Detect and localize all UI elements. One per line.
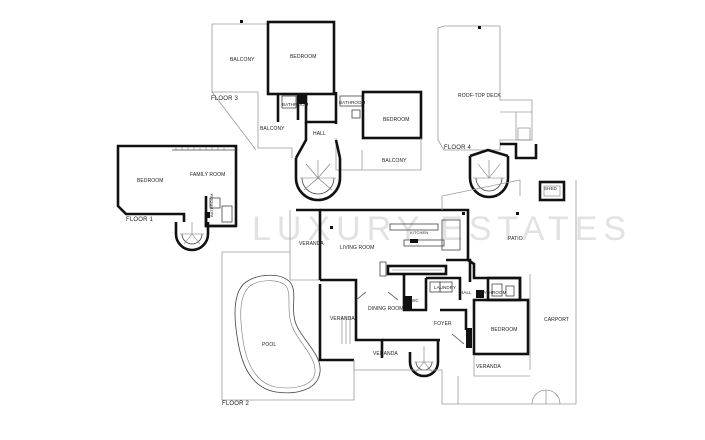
floor-1-plan: BEDROOM FAMILY ROOM BATHROOM FLOOR 1 bbox=[116, 144, 238, 252]
floor-3-label: FLOOR 3 bbox=[211, 96, 239, 102]
f2-bathroom-label: BATHROOM bbox=[480, 290, 507, 295]
f3-balcony-bottom-label: BALCONY bbox=[382, 158, 407, 164]
f2-veranda-bottom-label: VERANDA bbox=[373, 351, 398, 357]
f2-patio-label: PATIO bbox=[508, 236, 523, 242]
f2-wc-label: WC bbox=[411, 298, 419, 303]
f3-balcony-mid-label: BALCONY bbox=[260, 126, 285, 132]
f1-bathroom-label: BATHROOM bbox=[209, 193, 214, 217]
f2-bathroom-room bbox=[486, 276, 522, 302]
f2-shed-label: SHED bbox=[544, 186, 558, 191]
f4-rooftop-label: ROOF-TOP DECK bbox=[458, 93, 501, 99]
floor-1-label: FLOOR 1 bbox=[126, 217, 154, 223]
f2-carport-label: CARPORT bbox=[544, 317, 569, 323]
f2-veranda-top-label: VERANDA bbox=[299, 241, 324, 247]
f3-balcony-left-label: BALCONY bbox=[230, 57, 255, 63]
f2-pool-label: POOL bbox=[262, 342, 276, 348]
f2-dining-label: DINING ROOM bbox=[368, 306, 404, 312]
f3-bedroom-right-label: BEDROOM bbox=[383, 117, 410, 123]
f2-living-label: LIVING ROOM bbox=[340, 245, 374, 251]
watermark-text: LUXURY ESTATES bbox=[252, 210, 632, 248]
f2-bedroom-room bbox=[472, 298, 530, 356]
f3-hall-label: HALL bbox=[313, 131, 326, 137]
f3-bathroom-left-label: BATHROOM bbox=[282, 102, 309, 107]
f2-veranda-entry-label: VERANDA bbox=[476, 364, 501, 370]
f3-bedroom-top-label: BEDROOM bbox=[290, 54, 317, 60]
f2-veranda-left-label: VERANDA bbox=[330, 316, 355, 322]
f2-laundry-label: LAUNDRY bbox=[434, 285, 456, 290]
floor-4-plan: ROOF-TOP DECK FLOOR 4 bbox=[437, 25, 538, 199]
f2-shed-room bbox=[538, 180, 566, 202]
f2-kitchen-label: KITCHEN bbox=[410, 230, 428, 235]
floor-4-label: FLOOR 4 bbox=[444, 145, 472, 151]
f1-bedroom-label: BEDROOM bbox=[137, 178, 164, 184]
floor-3-plan: BALCONY BEDROOM BATHROOM BATHROOM BALCON… bbox=[211, 20, 423, 202]
pool-shape bbox=[234, 274, 321, 394]
floor-2-label: FLOOR 2 bbox=[222, 401, 250, 407]
f3-bathroom-right-label: BATHROOM bbox=[339, 100, 366, 105]
f1-family-label: FAMILY ROOM bbox=[190, 172, 225, 178]
f3-bedroom-right-room bbox=[361, 90, 423, 140]
f2-bedroom-label: BEDROOM bbox=[491, 327, 518, 333]
f2-hall-label: HALL bbox=[460, 290, 472, 295]
floor-2-plan: SHED PATIO VERANDA LIVING ROOM KITCHEN L… bbox=[221, 179, 577, 407]
f2-foyer-label: FOYER bbox=[434, 321, 452, 327]
